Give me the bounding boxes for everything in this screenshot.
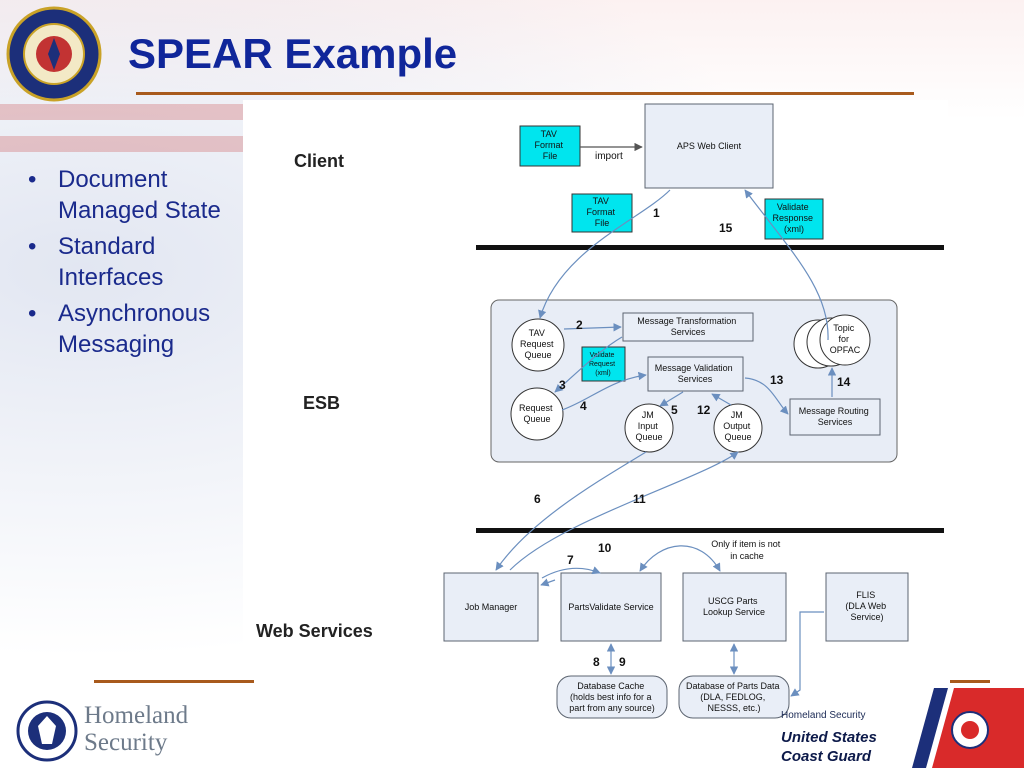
validate-response-box: Validate Response (xml) xyxy=(764,198,824,240)
dhs-wordmark: Homeland Security xyxy=(84,702,188,756)
osc-seal-logo xyxy=(6,6,102,102)
validate-request-box: Validate Request (xml) xyxy=(581,346,626,382)
step-number: 9 xyxy=(619,655,626,669)
message-transformation-box: Message Transformation Services xyxy=(622,312,754,342)
jm-output-queue: JM Output Queue xyxy=(713,403,763,453)
uscg-line: Coast Guard xyxy=(781,748,872,765)
flow-arrows xyxy=(495,142,837,697)
svg-text:TAV Format File: TAV Format File xyxy=(586,196,617,228)
step-number: 4 xyxy=(580,399,587,413)
svg-text:Job Manager: Job Manager xyxy=(465,602,518,612)
step-number: 15 xyxy=(719,221,733,235)
import-label: import xyxy=(595,151,623,162)
step-number: 1 xyxy=(653,206,660,220)
step-number: 8 xyxy=(593,655,600,669)
dhs-seal-logo xyxy=(16,700,78,762)
svg-text:TAV Request Queue: TAV Request Queue xyxy=(520,328,556,360)
svg-text:Message Routing Services: Message Routing Services xyxy=(799,406,872,427)
zone-label-esb: ESB xyxy=(303,393,340,413)
message-routing-box: Message Routing Services xyxy=(789,398,881,436)
zone-separator xyxy=(476,528,944,533)
svg-text:Message Validation Servi: Message Validation Services xyxy=(655,363,735,384)
zone-label-client: Client xyxy=(294,151,344,171)
tav-format-file-top-box: TAV Format File xyxy=(519,125,581,167)
database-cache: Database Cache (holds best info for a pa… xyxy=(556,675,668,719)
zone-label-web-services: Web Services xyxy=(256,621,373,641)
bullet-item: Asynchronous Messaging xyxy=(28,298,258,360)
step-number: 14 xyxy=(837,375,851,389)
svg-text:APS Web Client: APS Web Client xyxy=(677,141,742,151)
job-manager-box: Job Manager xyxy=(443,572,539,642)
flag-stripe xyxy=(0,104,300,120)
message-validation-box: Message Validation Services xyxy=(647,356,744,392)
flag-stripe xyxy=(0,136,300,152)
svg-text:Validate Request (: Validate Request (xml) xyxy=(589,352,617,377)
svg-text:Database Cache (holds be: Database Cache (holds best info for a pa… xyxy=(569,681,655,713)
step-number: 3 xyxy=(559,378,566,392)
footer-divider xyxy=(950,680,990,683)
dhs-line: Security xyxy=(84,729,168,756)
svg-text:Topic for OPFAC: Topic for OPFAC xyxy=(830,323,861,355)
aps-web-client-box: APS Web Client xyxy=(644,103,774,189)
title-divider xyxy=(136,92,914,95)
uscg-racing-stripe xyxy=(912,688,1024,768)
uscg-wordmark: United States Coast Guard xyxy=(781,728,877,766)
parts-validate-service-box: PartsValidate Service xyxy=(560,572,662,642)
svg-text:JM Input Queue: JM Input Queue xyxy=(635,410,662,442)
step-number: 2 xyxy=(576,318,583,332)
svg-text:Database of Parts Data (: Database of Parts Data (DLA, FEDLOG, NES… xyxy=(686,681,782,713)
architecture-diagram: Client ESB Web Services TAV Format File … xyxy=(243,100,948,722)
bullet-item: Document Managed State xyxy=(28,164,258,226)
uscg-parts-lookup-box: USCG Parts Lookup Service xyxy=(682,572,787,642)
svg-text:Message Transformation S: Message Transformation Services xyxy=(637,316,739,337)
uscg-small-text: Homeland Security xyxy=(781,710,866,721)
slide-title: SPEAR Example xyxy=(128,30,458,77)
step-number: 7 xyxy=(567,553,574,567)
svg-text:FLIS (DLA Web Serv: FLIS (DLA Web Service) xyxy=(845,590,888,622)
zone-separator xyxy=(476,245,944,250)
step-number: 5 xyxy=(671,403,678,417)
svg-text:JM Output Queue: JM Output Queue xyxy=(723,410,753,442)
step-number: 13 xyxy=(770,373,784,387)
bullet-item: Standard Interfaces xyxy=(28,231,258,293)
tav-request-queue: TAV Request Queue xyxy=(511,318,565,372)
step-number: 10 xyxy=(598,541,612,555)
topic-for-opfac-queue: Topic for OPFAC xyxy=(793,314,871,369)
footer-divider xyxy=(94,680,254,683)
request-queue: Request Queue xyxy=(510,387,564,441)
dhs-line: Homeland xyxy=(84,702,189,729)
bullet-list: Document Managed State Standard Interfac… xyxy=(28,164,258,365)
step-number: 11 xyxy=(633,492,646,506)
jm-input-queue: JM Input Queue xyxy=(624,403,674,453)
step-number: 6 xyxy=(534,492,541,506)
step-number: 12 xyxy=(697,403,711,417)
tav-format-file-mid-box: TAV Format File xyxy=(571,193,633,233)
flis-box: FLIS (DLA Web Service) xyxy=(825,572,909,642)
svg-text:USCG Parts Lookup Servic: USCG Parts Lookup Service xyxy=(703,596,765,617)
database-parts-data: Database of Parts Data (DLA, FEDLOG, NES… xyxy=(678,675,790,719)
svg-text:TAV Format File: TAV Format File xyxy=(534,129,565,161)
svg-text:PartsValidate Service: PartsValidate Service xyxy=(568,602,653,612)
step-numbers: 1 2 3 4 5 6 7 8 9 10 11 12 13 14 15 xyxy=(534,206,851,669)
svg-text:Request Queue: Request Queue xyxy=(519,403,555,424)
svg-text:Validate Response: Validate Response (xml) xyxy=(772,202,815,234)
cache-note-label: Only if item is not in cache xyxy=(711,539,783,561)
uscg-line: United States xyxy=(781,729,877,746)
